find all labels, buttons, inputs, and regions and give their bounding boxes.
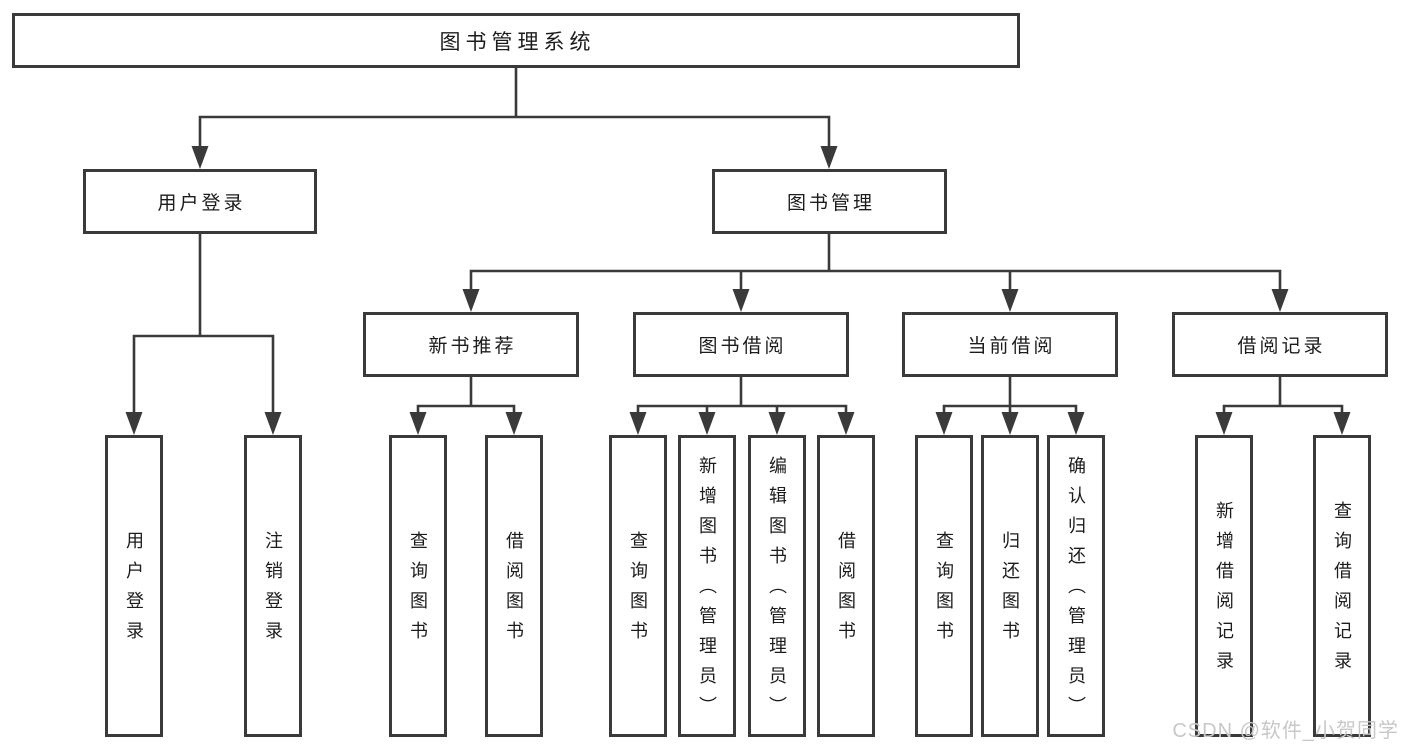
node-book-management: 图书管理: [712, 169, 947, 234]
leaf-user-login: 用户登录: [105, 435, 163, 737]
leaf-borrow-books-recommend: 借阅图书: [485, 435, 543, 737]
node-user-login: 用户登录: [83, 169, 317, 234]
leaf-logout: 注销登录: [244, 435, 302, 737]
leaf-confirm-return-admin: 确认归还（管理员）: [1047, 435, 1105, 737]
node-library-management-system: 图书管理系统: [12, 13, 1020, 68]
arrow-down-icons: [125, 146, 1351, 435]
leaf-edit-books-admin: 编辑图书（管理员）: [748, 435, 806, 737]
node-borrow-records: 借阅记录: [1172, 312, 1388, 377]
leaf-query-books-current: 查询图书: [915, 435, 973, 737]
node-current-borrow: 当前借阅: [902, 312, 1118, 377]
node-new-book-recommend: 新书推荐: [363, 312, 579, 377]
csdn-watermark: CSDN @软件_小贺同学: [1172, 720, 1399, 742]
leaf-borrow-books: 借阅图书: [817, 435, 875, 737]
leaf-add-books-admin: 新增图书（管理员）: [678, 435, 736, 737]
leaf-query-borrow-record: 查询借阅记录: [1313, 435, 1371, 737]
leaf-query-books-recommend: 查询图书: [389, 435, 447, 737]
leaf-return-books: 归还图书: [981, 435, 1039, 737]
node-book-borrow: 图书借阅: [633, 312, 849, 377]
leaf-query-books-borrow: 查询图书: [609, 435, 667, 737]
leaf-add-borrow-record: 新增借阅记录: [1195, 435, 1253, 737]
